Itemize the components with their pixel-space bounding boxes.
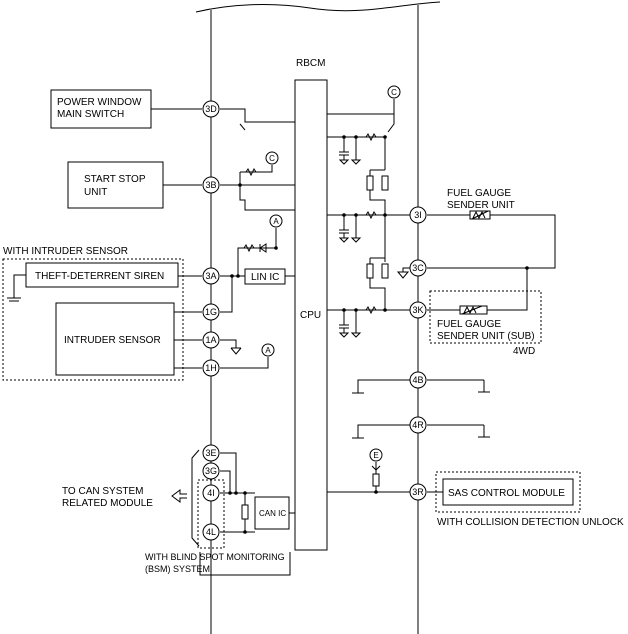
ref-marker-a-bottom: A bbox=[261, 343, 275, 357]
terminal-4R: 4R bbox=[409, 416, 427, 434]
svg-text:1A: 1A bbox=[205, 335, 216, 345]
sas-label: SAS CONTROL MODULE bbox=[448, 488, 565, 499]
terminal-1A: 1A bbox=[202, 331, 220, 349]
svg-text:4I: 4I bbox=[207, 488, 215, 498]
ref-marker-e: E bbox=[369, 448, 383, 462]
terminal-3C: 3C bbox=[409, 259, 427, 277]
svg-text:E: E bbox=[373, 451, 378, 460]
svg-text:3K: 3K bbox=[412, 305, 423, 315]
terminal-4B: 4B bbox=[409, 371, 427, 389]
bsm-label-1: WITH BLIND SPOT MONITORING bbox=[145, 552, 285, 562]
power-window-box bbox=[50, 89, 152, 129]
intruder-group-frame bbox=[2, 258, 184, 381]
fuel-gauge-sub-resistor bbox=[459, 305, 488, 315]
power-window-label-2: MAIN SWITCH bbox=[57, 109, 124, 120]
fuel-gauge-sub-label-1: FUEL GAUGE bbox=[437, 319, 501, 330]
svg-text:3A: 3A bbox=[205, 271, 216, 281]
power-window-label-1: POWER WINDOW bbox=[57, 97, 142, 108]
svg-text:C: C bbox=[269, 154, 275, 163]
svg-text:3G: 3G bbox=[205, 466, 217, 476]
fuel-gauge-sub-label-2: SENDER UNIT (SUB) bbox=[437, 331, 535, 342]
terminal-1H: 1H bbox=[202, 359, 220, 377]
intruder-sensor-box bbox=[55, 302, 175, 376]
siren-label: THEFT-DETERRENT SIREN bbox=[35, 271, 164, 282]
terminal-3K: 3K bbox=[409, 301, 427, 319]
sas-box bbox=[442, 478, 574, 506]
fuel-gauge-sub-frame bbox=[429, 290, 542, 344]
svg-text:A: A bbox=[265, 346, 271, 355]
can-ic-box bbox=[254, 496, 290, 530]
svg-text:3D: 3D bbox=[205, 104, 217, 114]
ref-marker-c-start: C bbox=[265, 151, 279, 165]
terminal-4I: 4I bbox=[202, 484, 220, 502]
svg-text:4R: 4R bbox=[412, 420, 424, 430]
cpu-block bbox=[294, 79, 328, 551]
cpu-label: CPU bbox=[300, 310, 321, 321]
svg-text:3E: 3E bbox=[205, 448, 216, 458]
fuel-gauge-label-1: FUEL GAUGE bbox=[447, 188, 511, 199]
collision-label: WITH COLLISION DETECTION UNLOCK bbox=[437, 517, 624, 528]
module-label: RBCM bbox=[296, 58, 325, 69]
terminal-3D: 3D bbox=[202, 100, 220, 118]
arrow-left-icon bbox=[171, 489, 187, 503]
lin-ic-label: LIN IC bbox=[251, 272, 279, 283]
svg-text:A: A bbox=[273, 217, 279, 226]
svg-text:3C: 3C bbox=[412, 263, 424, 273]
svg-text:1H: 1H bbox=[205, 363, 217, 373]
terminal-3R: 3R bbox=[409, 483, 427, 501]
svg-text:C: C bbox=[391, 88, 397, 97]
terminal-3G: 3G bbox=[202, 462, 220, 480]
four-wd-label: 4WD bbox=[513, 346, 535, 357]
ref-marker-a-top: A bbox=[269, 214, 283, 228]
intruder-group-label: WITH INTRUDER SENSOR bbox=[3, 246, 128, 257]
terminal-3I: 3I bbox=[409, 206, 427, 224]
start-stop-box bbox=[67, 161, 164, 209]
bsm-frame bbox=[197, 479, 225, 549]
start-stop-label-1: START STOP bbox=[84, 174, 146, 185]
svg-text:1G: 1G bbox=[205, 307, 217, 317]
terminal-3E: 3E bbox=[202, 444, 220, 462]
terminal-1G: 1G bbox=[202, 303, 220, 321]
ref-marker-c-top: C bbox=[387, 85, 401, 99]
intruder-sensor-label: INTRUDER SENSOR bbox=[64, 335, 161, 346]
svg-text:3I: 3I bbox=[414, 210, 422, 220]
svg-text:3B: 3B bbox=[205, 180, 216, 190]
terminal-3A: 3A bbox=[202, 267, 220, 285]
can-ic-label: CAN IC bbox=[259, 509, 286, 518]
start-stop-label-2: UNIT bbox=[84, 187, 107, 198]
svg-text:4B: 4B bbox=[412, 375, 423, 385]
svg-text:4L: 4L bbox=[206, 527, 216, 537]
svg-text:3R: 3R bbox=[412, 487, 424, 497]
bsm-label-2: (BSM) SYSTEM bbox=[145, 564, 210, 574]
siren-box bbox=[25, 262, 179, 288]
terminal-4L: 4L bbox=[202, 523, 220, 541]
terminal-3B: 3B bbox=[202, 176, 220, 194]
sas-outer-frame bbox=[435, 471, 581, 513]
fuel-gauge-label-2: SENDER UNIT bbox=[447, 200, 515, 211]
can-system-label-2: RELATED MODULE bbox=[62, 498, 153, 509]
can-system-label-1: TO CAN SYSTEM bbox=[62, 486, 144, 497]
